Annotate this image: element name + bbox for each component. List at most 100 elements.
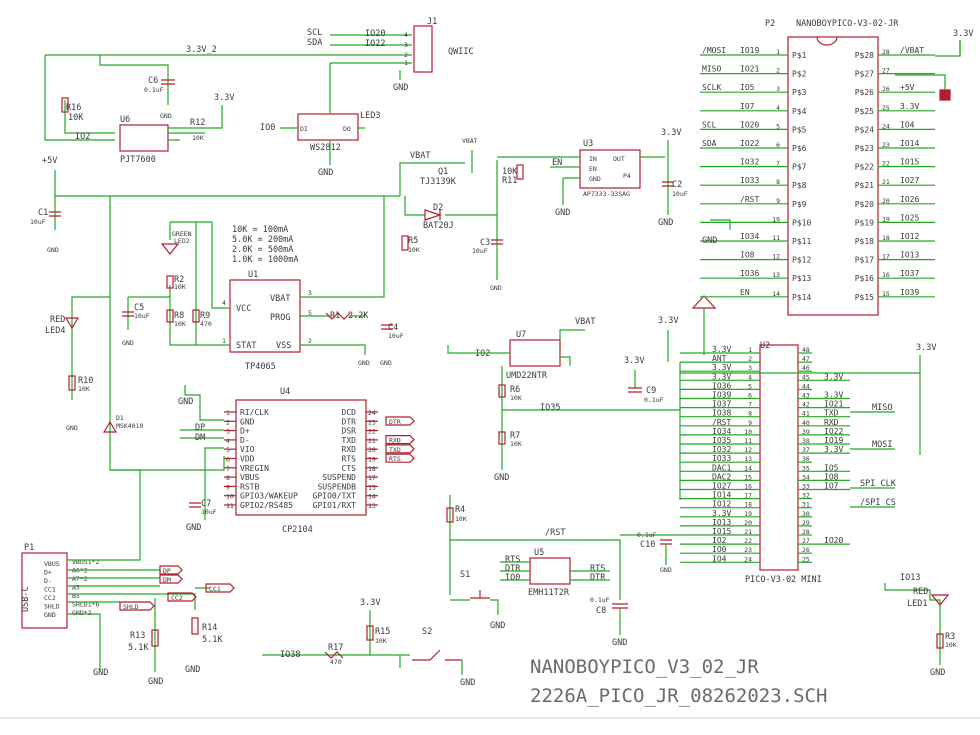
q1-name: TJ3139K bbox=[420, 177, 457, 187]
c6-ref: C6 bbox=[148, 76, 158, 86]
u2-pin-number: 41 bbox=[802, 410, 810, 418]
vbat-label: VBAT bbox=[462, 137, 478, 145]
u4-pin-name: VBUS bbox=[240, 473, 259, 482]
u2-pin-number: 47 bbox=[802, 355, 810, 363]
u4-pin-name: SUSPENDB bbox=[317, 482, 356, 491]
r8-value: 10K bbox=[174, 320, 186, 328]
j1-pin: 3 bbox=[404, 41, 408, 49]
gnd-label: GND bbox=[490, 284, 502, 292]
u2-pin-name: IO27 bbox=[712, 482, 731, 491]
p2-pin-number: 4 bbox=[776, 104, 780, 112]
u4-pin-number: 23 bbox=[368, 418, 376, 426]
p1-net-name: A5 bbox=[72, 584, 80, 592]
p1-flag-shld-label: SHLD bbox=[123, 603, 139, 611]
vbat-net: VBAT bbox=[410, 151, 430, 161]
u2-net-name: IO19 bbox=[824, 436, 843, 445]
u2-pin-number: 26 bbox=[802, 546, 810, 554]
p1-net-name: B5 bbox=[72, 592, 80, 600]
u2-pin-number: 14 bbox=[744, 464, 752, 472]
u4-pin-number: 22 bbox=[368, 428, 376, 436]
p2-ref: P2 bbox=[765, 19, 775, 29]
u4-pin-name: D+ bbox=[240, 427, 250, 436]
u2-pin-name: IO35 bbox=[712, 436, 731, 445]
scl-net: SCL bbox=[307, 28, 322, 38]
charge-row: 5.0K = 200mA bbox=[232, 235, 293, 245]
u4-name: CP2104 bbox=[282, 525, 313, 535]
u4-pin-name: D- bbox=[240, 436, 250, 445]
s2-ref: S2 bbox=[422, 627, 432, 637]
u1-pin: 3 bbox=[308, 289, 312, 297]
u5-ref: U5 bbox=[534, 548, 544, 558]
rts-net: RTS bbox=[590, 564, 605, 574]
c9-value: 0.1uF bbox=[644, 396, 664, 404]
en-net: EN bbox=[552, 158, 562, 168]
gnd-label: GND bbox=[185, 665, 200, 675]
u4-pin-number: 15 bbox=[368, 483, 376, 491]
p2-net-name: IO33 bbox=[740, 176, 759, 185]
u2-pin-name: 3.3V bbox=[712, 372, 731, 381]
p2-pin-name: P$19 bbox=[855, 218, 874, 227]
u2-pin-name: DAC2 bbox=[712, 472, 731, 481]
gnd-label: GND bbox=[66, 424, 78, 432]
r2-ref: R2 bbox=[174, 275, 184, 285]
u6-ref: U6 bbox=[120, 115, 130, 125]
gnd-label: GND bbox=[318, 168, 333, 178]
r3-ref: R3 bbox=[945, 632, 955, 642]
p2-net-name: IO4 bbox=[900, 120, 915, 129]
u4-left-pins: RI/CLK1GND2D+3D-4VIO5VDD6VREGIN7VBUS8RST… bbox=[224, 408, 298, 510]
led3-name: WS2812 bbox=[310, 143, 341, 153]
u2-pin-name: 3.3V bbox=[712, 509, 731, 518]
p2-pin-name: P$22 bbox=[855, 163, 874, 172]
u2-pin-number: 34 bbox=[802, 473, 810, 481]
p2-pin-name: P$21 bbox=[855, 181, 874, 190]
u4-pin-number: 7 bbox=[226, 465, 230, 473]
r6-resistor bbox=[498, 384, 506, 398]
u2-pin-number: 30 bbox=[802, 510, 810, 518]
v33-rail: 3.3V bbox=[916, 343, 936, 353]
r3-resistor bbox=[936, 633, 944, 649]
u4-pin-number: 19 bbox=[368, 456, 376, 464]
p2-pin-name: P$14 bbox=[792, 293, 811, 302]
gnd-label: GND bbox=[660, 566, 672, 574]
led4-color: RED bbox=[50, 315, 65, 325]
p2-net-name: IO22 bbox=[740, 139, 759, 148]
p2-net-name: IO34 bbox=[740, 232, 759, 241]
u1-pin: 1 bbox=[222, 337, 226, 345]
p1-flag-cc2 bbox=[167, 592, 197, 602]
p1-name: USB-C bbox=[21, 586, 31, 612]
io0-net: IO0 bbox=[260, 123, 275, 133]
r15-ref: R15 bbox=[375, 627, 390, 637]
pico-section: 3.3V 3.3V C9 0.1uF U2 PICO-V3-02 MINI 3.… bbox=[624, 295, 936, 585]
u2-pin-number: 17 bbox=[744, 492, 752, 500]
u7-section: U7 UMD22NTR IO2 VBAT R6 10K IO35 R7 10K … bbox=[447, 317, 680, 483]
u2-pin-name: 3.3V bbox=[712, 363, 731, 372]
u4-net-flag-label: RTS bbox=[389, 455, 401, 463]
q1-ref: Q1 bbox=[438, 167, 448, 177]
u1-vcc: VCC bbox=[236, 304, 251, 314]
p2-pin-name: P$24 bbox=[855, 125, 874, 134]
led3-do: DO bbox=[343, 125, 351, 133]
u2-net-name: IO22 bbox=[824, 427, 843, 436]
p1-pin-name: D+ bbox=[44, 569, 52, 577]
r6-value: 10K bbox=[510, 394, 522, 402]
r1-value: 2.2K bbox=[348, 311, 369, 321]
u4-net-flag bbox=[385, 453, 415, 463]
p2-pin-name: P$12 bbox=[792, 256, 811, 265]
p2-pin-number: 21 bbox=[882, 178, 890, 186]
r6-ref: R6 bbox=[510, 385, 520, 395]
u1-pin: 4 bbox=[222, 299, 226, 307]
p2-signal-name: MISO bbox=[702, 65, 721, 74]
led1-color: RED bbox=[913, 587, 928, 597]
p2-pin-number: 22 bbox=[882, 160, 890, 168]
u2-pin-name: IO0 bbox=[712, 545, 727, 554]
u2-pin-name: IO34 bbox=[712, 427, 731, 436]
u4-pin-number: 20 bbox=[368, 446, 376, 454]
u2-pin-number: 35 bbox=[802, 464, 810, 472]
r7-resistor bbox=[498, 431, 506, 445]
r16-value: 10K bbox=[68, 113, 84, 123]
p2-pin-name: P$7 bbox=[792, 163, 807, 172]
p2-pin-number: 10 bbox=[772, 215, 780, 223]
